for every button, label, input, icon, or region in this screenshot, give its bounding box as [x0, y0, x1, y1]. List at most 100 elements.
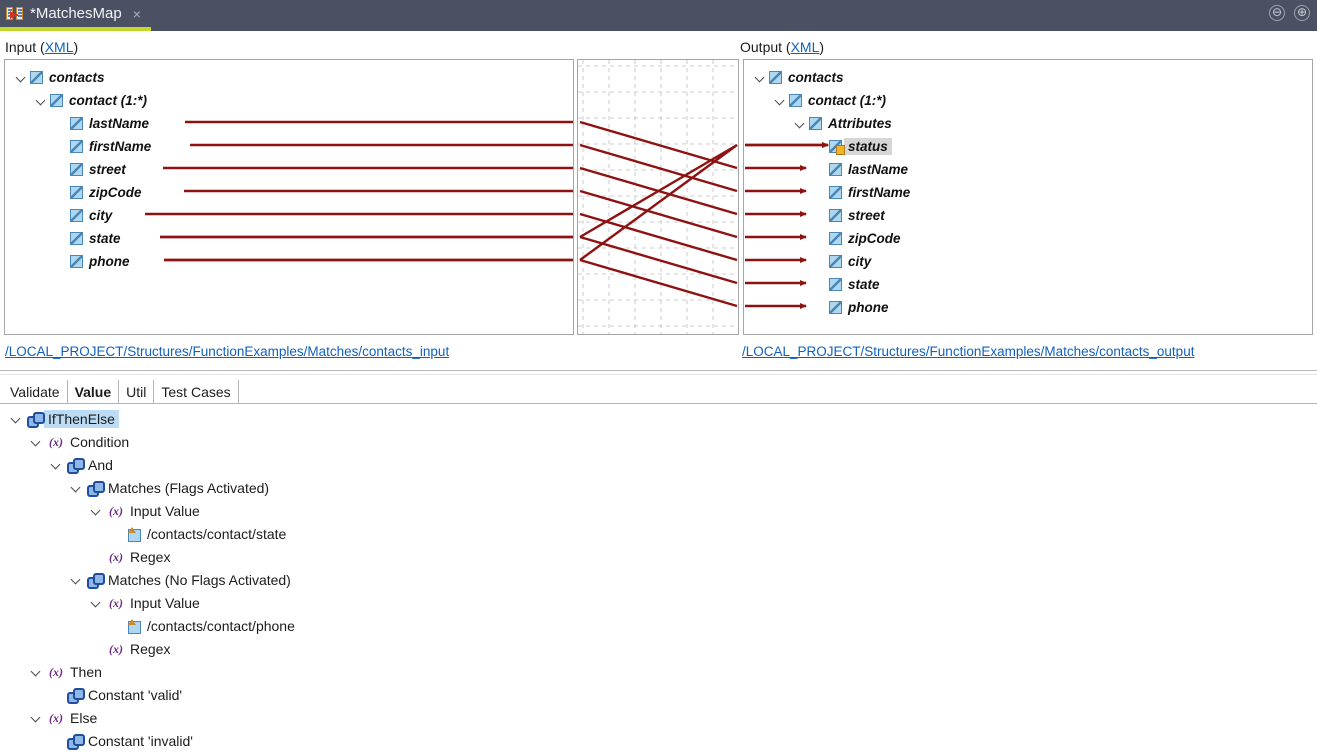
output-tree-node-city[interactable]: city [814, 250, 871, 273]
input-node-label: zipCode [89, 185, 142, 200]
function-icon [67, 687, 85, 704]
tree-spacer [55, 232, 68, 245]
input-xml-link[interactable]: XML [44, 39, 74, 55]
chevron-down-icon[interactable] [30, 711, 44, 725]
chevron-down-icon[interactable] [15, 71, 28, 84]
logic-node-label: IfThenElse [44, 409, 119, 428]
xml-element-icon [829, 278, 842, 291]
output-tree-node-contacts[interactable]: contacts [754, 66, 844, 89]
chevron-down-icon[interactable] [774, 94, 787, 107]
logic-node-then[interactable]: (x)Then [30, 660, 102, 683]
output-node-label: contacts [788, 70, 844, 85]
output-node-label: firstName [848, 185, 911, 200]
logic-node-else[interactable]: (x)Else [30, 706, 97, 729]
chevron-down-icon[interactable] [90, 596, 104, 610]
logic-node-and[interactable]: And [50, 453, 113, 476]
input-tree-node-phone[interactable]: phone [55, 250, 130, 273]
output-tree-node-status[interactable]: status [814, 135, 892, 158]
logic-node-contacts-contact-state[interactable]: /contacts/contact/state [110, 522, 286, 545]
output-tree-node-firstname[interactable]: firstName [814, 181, 910, 204]
logic-node-matches-no-flags-activated[interactable]: Matches (No Flags Activated) [70, 568, 291, 591]
input-tree-node-street[interactable]: street [55, 158, 126, 181]
output-tree-node-zipcode[interactable]: zipCode [814, 227, 901, 250]
chevron-down-icon[interactable] [754, 71, 767, 84]
chevron-down-icon[interactable] [10, 412, 24, 426]
tree-spacer [814, 186, 827, 199]
output-tree-node-lastname[interactable]: lastName [814, 158, 908, 181]
xml-element-icon [829, 232, 842, 245]
input-tree-node-lastname[interactable]: lastName [55, 112, 149, 135]
tree-spacer [814, 255, 827, 268]
chevron-down-icon[interactable] [70, 573, 84, 587]
logic-node-regex[interactable]: (x) Regex [90, 637, 170, 660]
divider-top [0, 370, 1317, 371]
xml-element-icon [70, 117, 83, 130]
output-tree-node-contact-1[interactable]: contact (1:*) [774, 89, 886, 112]
chevron-down-icon[interactable] [794, 117, 807, 130]
logic-node-input-value[interactable]: (x)Input Value [90, 499, 200, 522]
output-tree-node-street[interactable]: street [814, 204, 885, 227]
output-xml-link[interactable]: XML [790, 39, 820, 55]
xpath-icon [127, 618, 141, 634]
chevron-down-icon[interactable] [30, 665, 44, 679]
tree-spacer [50, 734, 64, 748]
tab-test-cases[interactable]: Test Cases [154, 380, 239, 404]
logic-node-ifthenelse[interactable]: IfThenElse [10, 407, 119, 430]
input-node-label: phone [89, 254, 130, 269]
function-icon [87, 480, 105, 497]
input-tree-node-state[interactable]: state [55, 227, 121, 250]
close-icon[interactable]: × [132, 5, 141, 22]
output-node-label: phone [848, 300, 889, 315]
xml-element-icon [829, 186, 842, 199]
xml-element-icon [50, 94, 63, 107]
param-icon: (x) [109, 595, 123, 610]
logic-node-constant-invalid[interactable]: Constant 'invalid' [50, 729, 193, 752]
logic-node-matches-flags-activated[interactable]: Matches (Flags Activated) [70, 476, 269, 499]
logic-node-condition[interactable]: (x)Condition [30, 430, 129, 453]
tree-spacer [814, 278, 827, 291]
tab-util[interactable]: Util [119, 380, 155, 404]
logic-node-input-value[interactable]: (x)Input Value [90, 591, 200, 614]
input-tree-node-zipcode[interactable]: zipCode [55, 181, 142, 204]
tree-spacer [55, 186, 68, 199]
title-bar: *MatchesMap × ⊖ ⊕ [0, 0, 1317, 31]
logic-node-label: Matches (No Flags Activated) [108, 571, 291, 588]
input-structure-path-link[interactable]: /LOCAL_PROJECT/Structures/FunctionExampl… [5, 344, 450, 359]
logic-node-regex[interactable]: (x)Regex [90, 545, 170, 568]
input-tree-node-contacts[interactable]: contacts [15, 66, 105, 89]
output-tree-node-attributes[interactable]: Attributes [794, 112, 892, 135]
editor-tab-matchesmap[interactable]: *MatchesMap × [0, 0, 151, 31]
chevron-down-icon[interactable] [50, 458, 64, 472]
minimize-icon[interactable]: ⊖ [1269, 5, 1285, 21]
chevron-down-icon[interactable] [30, 435, 44, 449]
input-tree-node-city[interactable]: city [55, 204, 112, 227]
tree-spacer [814, 140, 827, 153]
input-tree-node-contact-1[interactable]: contact (1:*) [35, 89, 147, 112]
input-node-label: lastName [89, 116, 150, 131]
function-icon [27, 411, 45, 428]
logic-node-label: Regex [130, 640, 171, 657]
output-tree-node-phone[interactable]: phone [814, 296, 889, 319]
logic-node-contacts-contact-phone[interactable]: /contacts/contact/phone [110, 614, 295, 637]
input-node-label: city [89, 208, 113, 223]
param-icon: (x) [109, 641, 123, 656]
xml-attribute-icon [829, 140, 845, 155]
mapping-canvas[interactable] [577, 59, 739, 335]
chevron-down-icon[interactable] [90, 504, 104, 518]
xml-element-icon [70, 163, 83, 176]
output-structure-path-link[interactable]: /LOCAL_PROJECT/Structures/FunctionExampl… [742, 344, 1195, 359]
xml-element-icon [769, 71, 782, 84]
output-tree-node-state[interactable]: state [814, 273, 880, 296]
output-node-label: state [848, 277, 880, 292]
tab-value[interactable]: Value [68, 380, 120, 404]
tree-spacer [814, 163, 827, 176]
tab-validate[interactable]: Validate [3, 380, 68, 404]
chevron-down-icon[interactable] [35, 94, 48, 107]
logic-node-constant-valid[interactable]: Constant 'valid' [50, 683, 182, 706]
chevron-down-icon[interactable] [70, 481, 84, 495]
input-tree-node-firstname[interactable]: firstName [55, 135, 151, 158]
maximize-icon[interactable]: ⊕ [1294, 5, 1310, 21]
